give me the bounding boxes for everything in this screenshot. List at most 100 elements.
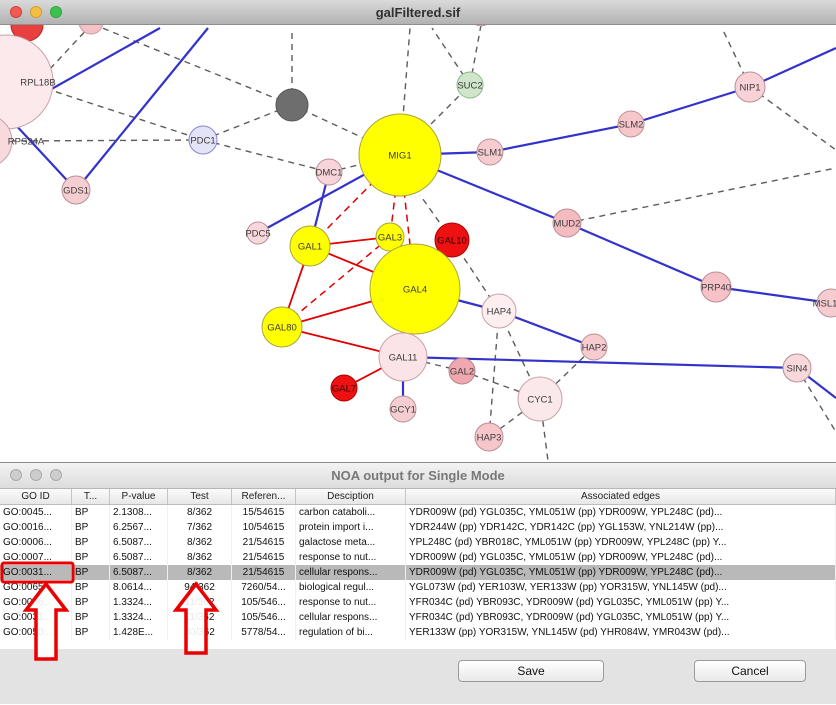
table-cell: protein import i...: [296, 520, 406, 535]
network-node-hap4[interactable]: [481, 293, 517, 329]
column-header-p-value[interactable]: P-value: [110, 489, 168, 504]
network-node-suc2-top[interactable]: [471, 25, 491, 27]
column-header-go-id[interactable]: GO ID: [0, 489, 72, 504]
table-cell: 8/362: [168, 505, 232, 520]
network-edge-dashed[interactable]: [419, 194, 453, 241]
network-node-cyc1[interactable]: [517, 376, 563, 422]
zoom-button[interactable]: [50, 469, 62, 481]
close-button[interactable]: [10, 469, 22, 481]
network-node-msl1[interactable]: [816, 288, 836, 318]
zoom-button[interactable]: [50, 6, 62, 18]
node-label-gal2: GAL2: [450, 367, 474, 378]
table-cell: 6.2567...: [110, 520, 168, 535]
node-label-mud2: MUD2: [554, 219, 581, 230]
table-cell: 6.5087...: [110, 565, 168, 580]
column-header-t[interactable]: T...: [72, 489, 110, 504]
node-label-dmc1: DMC1: [316, 168, 343, 179]
node-label-hap3: HAP3: [477, 433, 502, 444]
network-node-hap2[interactable]: [580, 333, 608, 361]
network-edge-blue[interactable]: [566, 221, 717, 289]
column-header-referen[interactable]: Referen...: [232, 489, 296, 504]
column-header-desciption[interactable]: Desciption: [296, 489, 406, 504]
network-node-gal80[interactable]: [261, 306, 303, 348]
network-edge-blue[interactable]: [402, 355, 798, 370]
network-node-prp40[interactable]: [700, 271, 732, 303]
network-node-gal2[interactable]: [448, 357, 476, 385]
node-label-gal10: GAL10: [437, 236, 467, 247]
network-edge-blue[interactable]: [489, 122, 632, 154]
network-node-mud2[interactable]: [552, 208, 582, 238]
network-node-rps24a[interactable]: [0, 115, 13, 167]
network-edge-dashed[interactable]: [34, 84, 204, 141]
network-edge-blue[interactable]: [749, 46, 836, 89]
column-header-associated-edges[interactable]: Associated edges: [406, 489, 836, 504]
table-cell: carbon cataboli...: [296, 505, 406, 520]
table-cell: YFR034C (pd) YBR093C, YDR009W (pd) YGL03…: [406, 610, 836, 625]
network-canvas[interactable]: RPL18BRPS24AGDS1PDC1DMC1MIG1SUC2SLM1SLM2…: [0, 25, 836, 462]
node-label-gal7: GAL7: [332, 384, 356, 395]
table-cell: 2.1308...: [110, 505, 168, 520]
cancel-button[interactable]: Cancel: [694, 660, 806, 682]
network-node-pdc1[interactable]: [188, 125, 218, 155]
network-edge-dashed[interactable]: [94, 25, 293, 106]
network-node-mig1[interactable]: [358, 113, 442, 197]
network-edge-blue[interactable]: [75, 27, 209, 191]
minimize-button[interactable]: [30, 6, 42, 18]
close-button[interactable]: [10, 6, 22, 18]
network-edge-red_dashed[interactable]: [309, 154, 401, 247]
network-node-gal7[interactable]: [330, 374, 358, 402]
table-cell: 105/546...: [232, 610, 296, 625]
network-node-dmc1[interactable]: [315, 158, 343, 186]
network-node-suc2[interactable]: [456, 71, 484, 99]
network-window-titlebar[interactable]: galFiltered.sif: [0, 0, 836, 25]
network-node-hap3[interactable]: [474, 422, 504, 452]
network-node-sin4[interactable]: [782, 353, 812, 383]
network-node-gal4[interactable]: [369, 243, 461, 335]
table-cell: YFR034C (pd) YBR093C, YDR009W (pd) YGL03…: [406, 595, 836, 610]
network-node-nip1[interactable]: [734, 71, 766, 103]
network-edge-blue[interactable]: [715, 285, 832, 305]
network-node-gcy1[interactable]: [389, 395, 417, 423]
minimize-button[interactable]: [30, 469, 42, 481]
network-node-slm2[interactable]: [617, 110, 645, 138]
network-edge-dashed[interactable]: [488, 310, 500, 438]
table-cell: YGL073W (pd) YER103W, YER133W (pp) YOR31…: [406, 580, 836, 595]
table-cell: biological regul...: [296, 580, 406, 595]
network-edge-blue[interactable]: [630, 85, 751, 126]
node-label-pdc5: PDC5: [245, 229, 270, 240]
table-cell: cellular respons...: [296, 565, 406, 580]
save-button[interactable]: Save: [458, 660, 604, 682]
noa-window-titlebar[interactable]: NOA output for Single Mode: [0, 463, 836, 489]
network-node-slm1[interactable]: [476, 138, 504, 166]
node-label-prp40: PRP40: [701, 283, 731, 294]
node-label-nip1: NIP1: [739, 83, 760, 94]
table-cell: 21/54615: [232, 550, 296, 565]
network-edge-dashed[interactable]: [566, 167, 836, 224]
network-edge-dashed[interactable]: [202, 139, 330, 173]
network-node-gray-node[interactable]: [275, 88, 309, 122]
network-node-gal1[interactable]: [289, 225, 331, 267]
traffic-lights: [10, 6, 62, 18]
table-cell: BP: [72, 625, 110, 640]
network-node-gds1[interactable]: [61, 175, 91, 205]
node-label-gal4: GAL4: [403, 285, 427, 296]
network-node-top-pink[interactable]: [78, 25, 104, 35]
network-node-gal10[interactable]: [434, 222, 470, 258]
network-node-pdc5[interactable]: [246, 221, 270, 245]
table-cell: 21/54615: [232, 565, 296, 580]
table-cell: 80/362: [168, 625, 232, 640]
column-header-test[interactable]: Test: [168, 489, 232, 504]
network-node-gal11[interactable]: [378, 332, 428, 382]
network-edge-dashed[interactable]: [749, 86, 836, 151]
table-cell: GO:0006...: [0, 595, 72, 610]
